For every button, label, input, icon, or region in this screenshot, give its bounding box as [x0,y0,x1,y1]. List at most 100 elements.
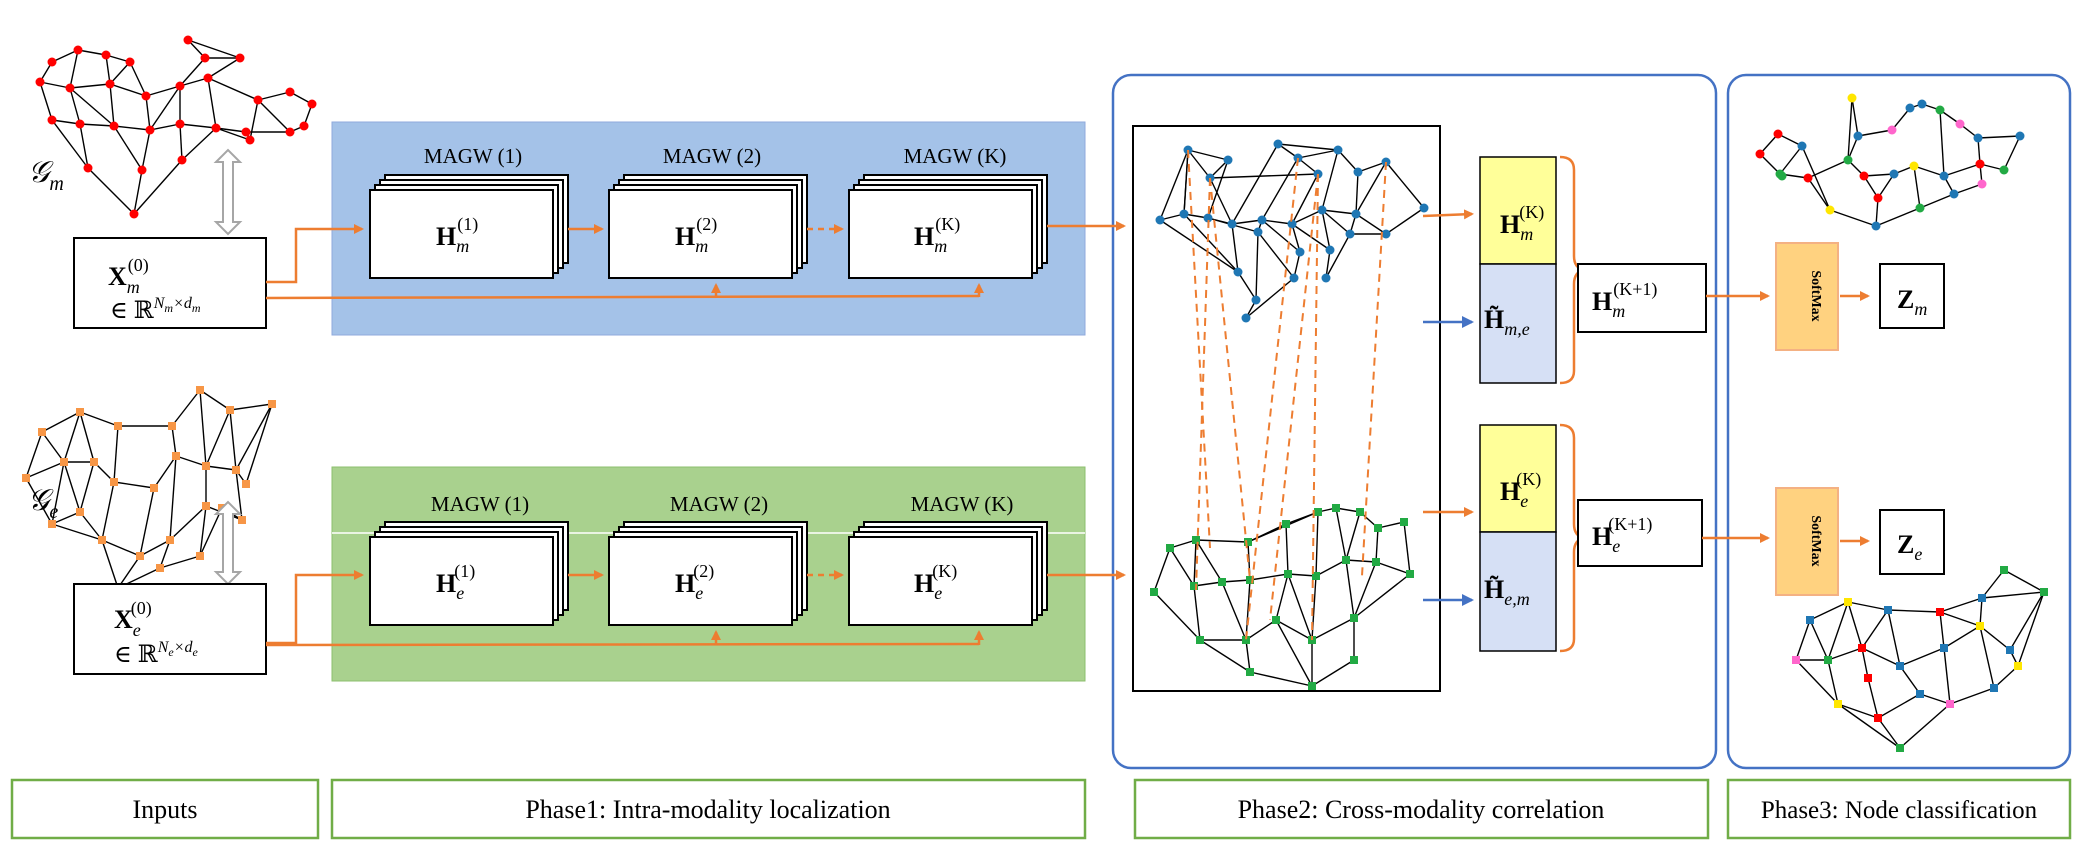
graph-edge [179,77,209,87]
softmax-e-label: SoftMax [1808,515,1823,566]
graph-edge [1375,561,1411,575]
graph-node [47,115,57,125]
graph-node [177,155,187,165]
graph-edge [1321,209,1331,251]
cross-link [1269,173,1319,621]
z-m-box [1879,263,1945,329]
graph-edge [113,125,143,171]
graph-node [129,209,139,219]
graph-edge [1231,219,1263,225]
graph-edge [129,61,147,97]
graph-edge [1249,671,1313,687]
graph-node [1419,203,1429,213]
graph-edge [1257,231,1295,279]
graph-edge [1221,579,1251,583]
graph-edge [1981,569,2005,599]
graph-node [1777,171,1787,181]
graph-edge [1221,581,1247,641]
graph-edge [69,87,115,127]
graph-edge [1877,173,1895,199]
graph-node [1308,682,1316,690]
h-e-2: He(2) [675,561,714,603]
graph-edge [1153,547,1171,593]
graph-edge [1345,559,1355,619]
graph-edge [235,403,273,471]
graph-edge [79,411,119,427]
graph-node [1241,313,1251,323]
graph-edge [105,54,111,85]
graph-edge [1187,149,1211,179]
magw-e-1-label: MAGW (1) [431,492,529,516]
footer-phase3-box [1726,778,2072,840]
graph-edge [199,389,207,467]
graph-node [175,119,185,129]
softmax-m-label: SoftMax [1808,270,1823,321]
graph-edge [169,505,207,541]
graph-node [241,127,251,137]
graph-edge [1861,647,1901,667]
footer-phase1: Phase1: Intra-modality localization [525,795,890,824]
graph-edge [1195,539,1223,583]
graph-edge [1801,145,1831,211]
graph-edge [141,129,151,171]
graph-edge [249,99,259,141]
graph-edge [1311,659,1355,687]
input-e-matrix: Xe(0) [114,598,152,640]
graph-edge [1275,573,1289,621]
graph-node [1859,171,1869,181]
input-m-box [73,237,267,329]
graph-edge [25,461,65,479]
graph-node [125,57,135,67]
graph-edge [1245,277,1295,319]
graph-edge [117,555,141,589]
graph-node [1949,189,1959,199]
graph-edge [1261,219,1301,253]
graph-node [1939,171,1949,181]
phase2-m-stack: Hm(K) H̃m,e [1479,155,1585,385]
graph-node [235,53,245,63]
graph-edge [63,411,81,463]
graph-edge [179,57,206,87]
graph-node [65,83,75,93]
h-m-k1-box [1577,263,1707,333]
graph-edge [1809,601,1849,621]
graph-node [76,508,84,516]
graph-edge [1939,611,1981,627]
graph-edge [1979,625,1995,689]
graph-node [172,452,180,460]
graph-edge [1355,171,1359,215]
graph-node [1312,572,1320,580]
graph-edge [1949,687,1995,705]
graph-node [285,87,295,97]
graph-node [1272,616,1280,624]
graph-edge [1357,161,1387,173]
graph-edge [1827,647,1863,661]
graph-edge [79,461,95,513]
graph-edge [207,77,217,129]
h-tilde-me-blue [1479,263,1557,384]
graph-edge [1827,659,1839,705]
graph-node [109,121,119,131]
graph-edge [79,123,115,127]
graph-node [211,123,221,133]
graph-edge [1857,129,1893,137]
graph-node [253,95,263,105]
graph-edge [1159,219,1239,273]
graph-node [1858,644,1866,652]
graph-node [1179,209,1189,219]
graph-edge [1385,161,1425,209]
graph-e-input [22,386,276,592]
graph-node [1806,616,1814,624]
graph-node [1325,245,1335,255]
graph-edge [1829,209,1877,227]
graph-edge [1315,511,1319,577]
graph-node [1333,145,1343,155]
graph-edge [139,487,155,557]
graph-m-input [35,35,317,219]
graph-edge [1261,157,1299,221]
graph-edge [101,539,119,589]
graph-node [136,552,144,560]
graph-edge [113,425,119,483]
graph-node [1155,215,1165,225]
graph-edge [1875,197,1879,227]
